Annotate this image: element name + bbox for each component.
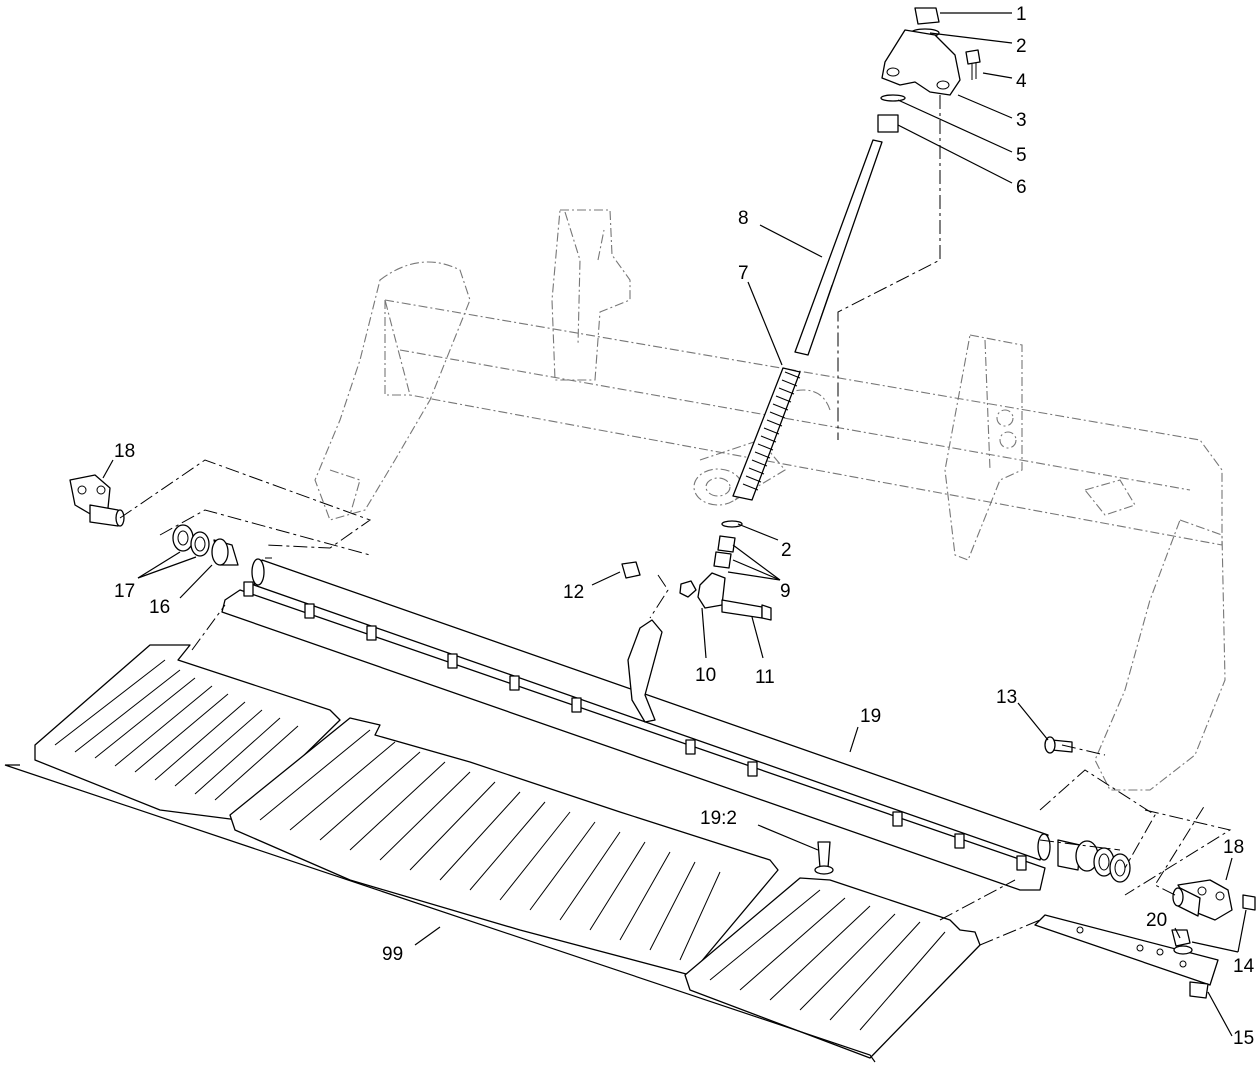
pivot-pin-right-18 bbox=[1172, 879, 1256, 921]
callout-3: 3 bbox=[1016, 110, 1027, 131]
tine-sheets-99 bbox=[34, 644, 981, 1059]
stripper-plate-15 bbox=[1034, 914, 1219, 999]
spring-rod-assembly bbox=[621, 7, 981, 621]
callout-18-left: 18 bbox=[114, 441, 135, 462]
callout-99: 99 bbox=[382, 944, 403, 965]
callout-8: 8 bbox=[738, 208, 749, 229]
bolt-part-11 bbox=[721, 599, 763, 619]
callout-5: 5 bbox=[1016, 145, 1027, 166]
clevis-part-10 bbox=[697, 572, 726, 609]
washer-part-17b bbox=[190, 531, 210, 557]
callout-14: 14 bbox=[1233, 956, 1255, 977]
nut-part-10 bbox=[679, 580, 697, 598]
tine-pins bbox=[243, 581, 1027, 871]
nut-part-12 bbox=[621, 561, 641, 579]
rod-part-8 bbox=[794, 139, 883, 356]
callout-12: 12 bbox=[563, 582, 584, 603]
assembly-lines bbox=[119, 95, 1232, 946]
callout-10: 10 bbox=[695, 665, 716, 686]
callout-16: 16 bbox=[149, 597, 170, 618]
nut-part-14 bbox=[1242, 894, 1256, 911]
washer-part-17a bbox=[172, 524, 194, 552]
callout-2-top: 2 bbox=[1016, 36, 1027, 57]
pivot-pin-left-18 bbox=[69, 474, 125, 527]
bracket-part-3 bbox=[881, 29, 961, 96]
callout-1: 1 bbox=[1016, 4, 1027, 25]
callout-2-lower: 2 bbox=[781, 540, 792, 561]
callout-19: 19 bbox=[860, 706, 881, 727]
leader-lines bbox=[4, 12, 1247, 1063]
callout-15: 15 bbox=[1233, 1028, 1254, 1049]
callout-11: 11 bbox=[755, 667, 775, 688]
callout-7: 7 bbox=[738, 263, 749, 284]
callout-6: 6 bbox=[1016, 177, 1027, 198]
spring-part-7 bbox=[732, 367, 801, 501]
washer-part-5 bbox=[880, 94, 906, 102]
bolt-part-4 bbox=[965, 49, 981, 65]
callout-18-right: 18 bbox=[1223, 837, 1244, 858]
callout-13: 13 bbox=[996, 687, 1017, 708]
ghost-frame bbox=[314, 209, 1226, 791]
callout-20: 20 bbox=[1146, 910, 1167, 931]
tine-tube-assembly bbox=[172, 524, 1131, 891]
nuts-part-9 bbox=[713, 535, 736, 569]
spacer-part-6 bbox=[877, 114, 899, 133]
nut-part-1 bbox=[914, 7, 940, 25]
callout-4: 4 bbox=[1016, 71, 1027, 92]
callout-19-2: 19:2 bbox=[700, 808, 737, 829]
bolt-part-19-2 bbox=[817, 841, 831, 869]
washer-part-2-lower bbox=[721, 520, 743, 528]
nut-part-20 bbox=[1171, 929, 1193, 955]
callouts: 1 2 4 3 5 6 8 7 18 2 9 17 16 12 10 11 13… bbox=[114, 4, 1255, 1049]
callout-17: 17 bbox=[114, 581, 135, 602]
callout-9: 9 bbox=[780, 581, 791, 602]
bushing-right bbox=[1057, 839, 1081, 871]
center-arm bbox=[627, 619, 663, 723]
tine-bar bbox=[221, 589, 1046, 891]
